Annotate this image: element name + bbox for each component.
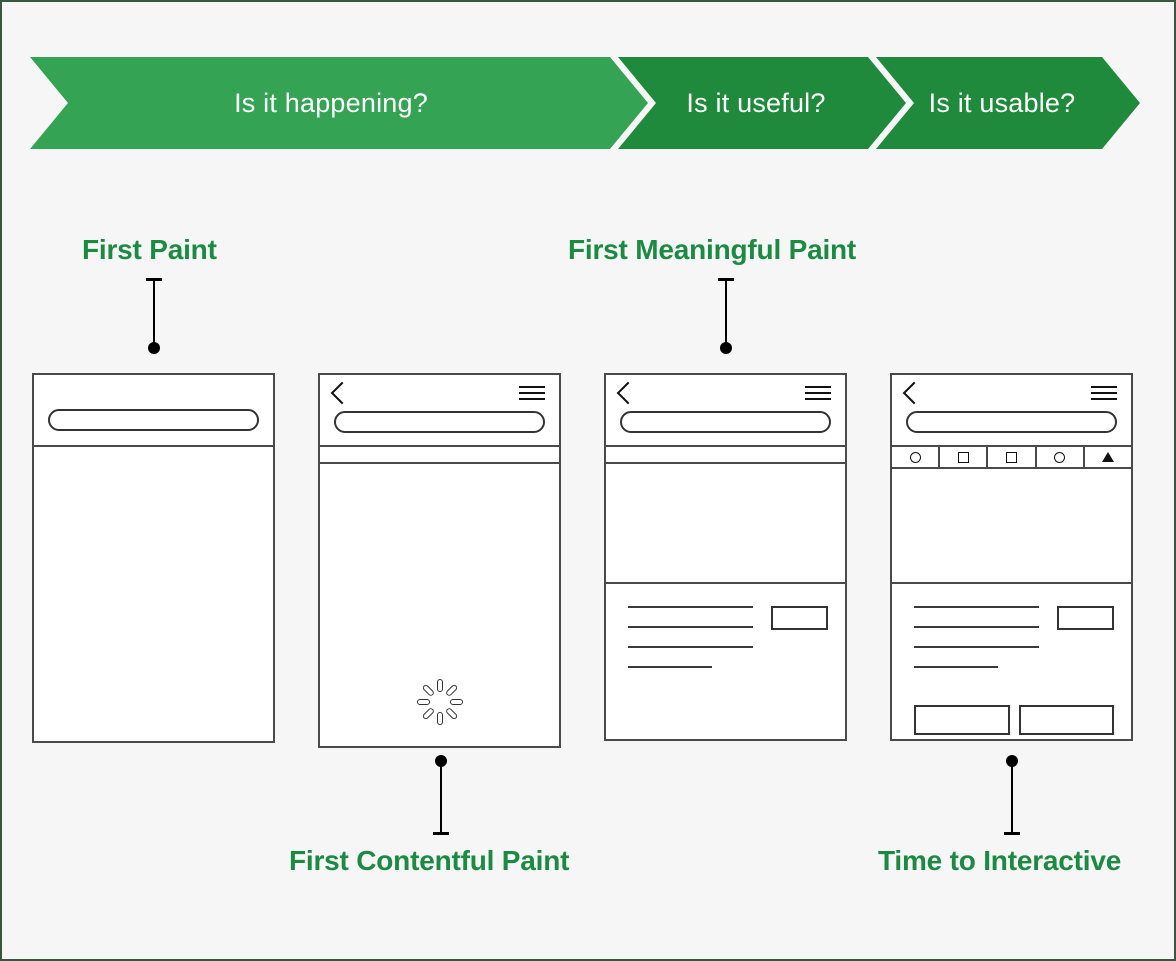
pointer-dot	[720, 342, 732, 354]
toolbar-item-1[interactable]	[892, 447, 941, 467]
chevron-left-icon[interactable]	[902, 381, 926, 405]
page-body-hero	[606, 464, 845, 582]
pointer-time-to-interactive	[1003, 755, 1021, 835]
phase-segment-useful[interactable]: Is it useful?	[618, 57, 906, 149]
phone-mockup-first-meaningful-paint	[604, 373, 847, 741]
action-button-right[interactable]	[1018, 705, 1114, 735]
phase-label-useful: Is it useful?	[686, 87, 826, 118]
pointer-cap	[433, 832, 449, 835]
url-pill[interactable]	[48, 409, 259, 431]
hamburger-menu-icon[interactable]	[1091, 386, 1117, 400]
action-button-left[interactable]	[914, 705, 1010, 735]
phase-segment-happening[interactable]: Is it happening?	[30, 57, 648, 149]
browser-header	[892, 375, 1131, 447]
text-line	[914, 606, 1039, 608]
pointer-first-paint	[145, 278, 163, 354]
phase-label-happening: Is it happening?	[234, 87, 428, 118]
metric-label-time-to-interactive: Time to Interactive	[878, 845, 1122, 876]
metric-label-first-meaningful-paint: First Meaningful Paint	[568, 234, 857, 265]
phase-label-usable: Is it usable?	[928, 87, 1076, 118]
chevron-left-icon[interactable]	[616, 381, 640, 405]
url-pill[interactable]	[334, 411, 545, 433]
url-pill[interactable]	[620, 411, 831, 433]
toolbar-band	[320, 447, 559, 464]
metric-label-first-contentful-paint: First Contentful Paint	[289, 845, 570, 876]
text-line	[914, 666, 998, 668]
page-body-hero	[892, 469, 1131, 582]
thumbnail-box	[771, 606, 828, 630]
hamburger-menu-icon[interactable]	[805, 386, 831, 400]
text-line	[628, 646, 753, 648]
content-section	[606, 582, 845, 752]
page-body-loading	[320, 464, 559, 744]
phase-segment-usable[interactable]: Is it usable?	[876, 57, 1140, 149]
text-line	[628, 666, 712, 668]
browser-header	[34, 375, 273, 447]
action-button-row	[892, 697, 1131, 735]
pointer-stem	[440, 759, 442, 835]
circle-icon	[909, 451, 921, 463]
circle-icon	[1054, 451, 1066, 463]
pointer-first-contentful-paint	[432, 755, 450, 835]
url-pill[interactable]	[906, 411, 1117, 433]
toolbar-item-2[interactable]	[940, 447, 989, 467]
text-line	[914, 626, 1039, 628]
phone-mockup-time-to-interactive	[890, 373, 1133, 741]
text-line	[628, 626, 753, 628]
chevron-left-icon[interactable]	[330, 381, 354, 405]
toolbar-band	[606, 447, 845, 464]
toolbar-item-3[interactable]	[988, 447, 1037, 467]
hamburger-menu-icon[interactable]	[519, 386, 545, 400]
content-section	[892, 582, 1131, 749]
pointer-cap	[1004, 832, 1020, 835]
phase-banner: Is it happening? Is it useful? Is it usa…	[30, 57, 1140, 149]
pointer-stem	[1011, 759, 1013, 835]
square-icon	[957, 451, 969, 463]
browser-header	[320, 375, 559, 447]
loading-spinner-icon	[416, 679, 463, 725]
toolbar-item-5[interactable]	[1085, 447, 1131, 467]
pointer-first-meaningful-paint	[717, 278, 735, 354]
text-line	[914, 646, 1039, 648]
square-icon	[1006, 451, 1017, 463]
metric-label-first-paint: First Paint	[82, 234, 217, 265]
page-body-blank	[34, 447, 273, 741]
pointer-stem	[725, 278, 727, 350]
thumbnail-box	[1057, 606, 1114, 630]
tab-toolbar	[892, 447, 1131, 469]
pointer-stem	[153, 278, 155, 350]
phone-mockup-first-paint	[32, 373, 275, 743]
pointer-dot	[148, 342, 160, 354]
phone-mockup-first-contentful-paint	[318, 373, 561, 748]
triangle-icon	[1101, 452, 1114, 462]
browser-header	[606, 375, 845, 447]
text-line	[628, 606, 753, 608]
toolbar-item-4[interactable]	[1037, 447, 1085, 467]
